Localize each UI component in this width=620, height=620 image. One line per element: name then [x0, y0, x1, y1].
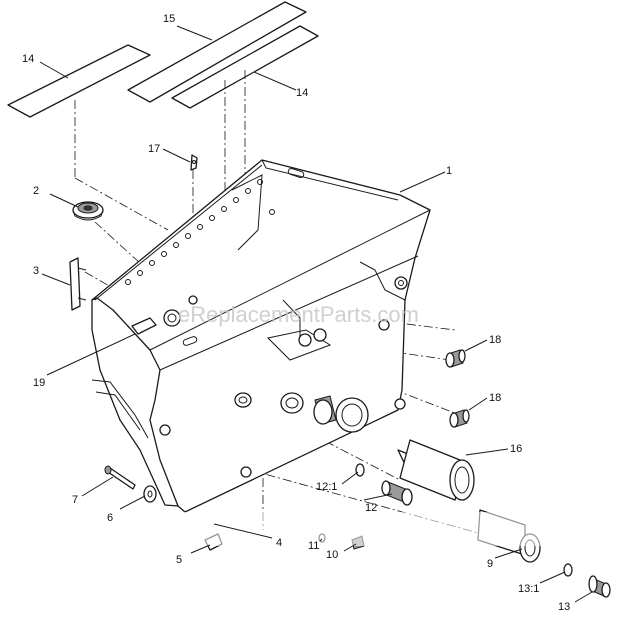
- callout-14-right: 14: [296, 87, 308, 99]
- decal-left: [7, 44, 151, 118]
- leader-lines: [39, 25, 593, 603]
- callout-15: 15: [163, 13, 175, 25]
- upper-fitting: [445, 349, 466, 368]
- washer: [143, 485, 157, 503]
- callout-16: 16: [510, 443, 522, 455]
- callout-11: 11: [308, 540, 319, 552]
- callout-labels: 1 2 3 4 5 6 7 9 10 11 12 12:1 13 13:1 14…: [22, 13, 570, 613]
- callout-1: 1: [446, 165, 452, 177]
- outlet-oring: [563, 563, 573, 577]
- callout-19: 19: [33, 377, 45, 389]
- frame-port-fittings: [234, 392, 369, 478]
- callout-10: 10: [326, 549, 338, 561]
- callout-13: 13: [558, 601, 570, 613]
- callout-9: 9: [487, 558, 493, 570]
- callout-18-upper: 18: [489, 334, 501, 346]
- callout-3: 3: [33, 265, 39, 277]
- bolt: [104, 465, 136, 490]
- level-gauge: [72, 201, 104, 221]
- fitting-oring: [355, 463, 365, 477]
- filter: [397, 439, 475, 501]
- callout-17: 17: [148, 143, 160, 155]
- decal-right: [171, 25, 319, 109]
- callout-13-1: 13:1: [518, 583, 539, 595]
- callout-12-1: 12:1: [316, 481, 337, 493]
- callout-12: 12: [365, 502, 377, 514]
- callout-18-lower: 18: [489, 392, 501, 404]
- callout-7: 7: [72, 494, 78, 506]
- callout-2: 2: [33, 185, 39, 197]
- clip: [190, 154, 198, 171]
- callout-14-left: 14: [22, 53, 34, 65]
- label-tab: [131, 317, 157, 335]
- callout-5: 5: [176, 554, 182, 566]
- decal-long: [127, 1, 307, 103]
- callout-4: 4: [276, 537, 282, 549]
- frame: [91, 159, 431, 513]
- callout-6: 6: [107, 512, 113, 524]
- watermark: eReplacementParts.com: [178, 302, 419, 327]
- hose-fitting: [381, 480, 413, 506]
- outlet-fitting: [588, 575, 611, 598]
- scan-fade-band: [0, 512, 620, 546]
- lower-fitting: [449, 409, 470, 428]
- handle: [69, 257, 87, 311]
